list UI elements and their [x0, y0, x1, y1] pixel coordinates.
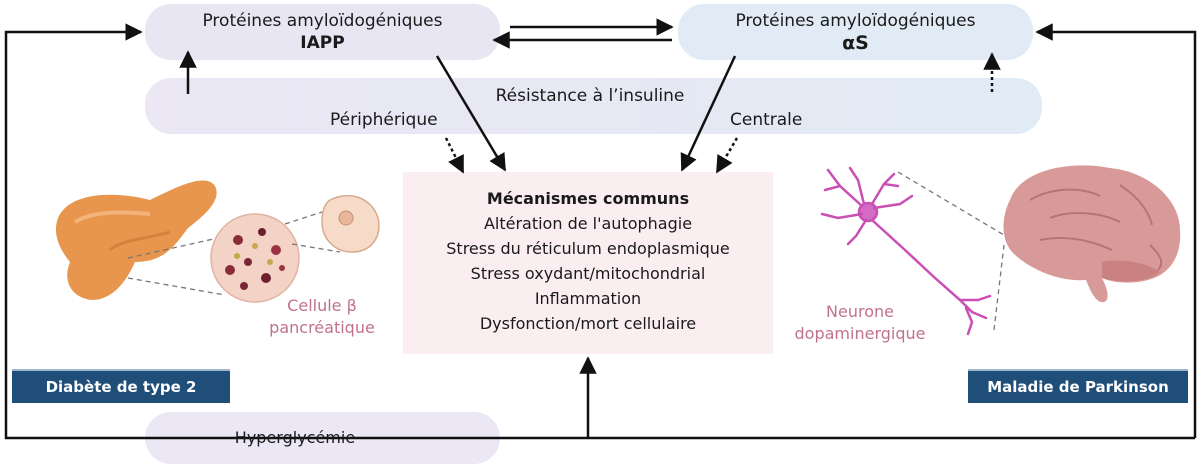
mechanism-item: Inflammation	[534, 289, 642, 308]
mechanism-item: Stress oxydant/mitochondrial	[470, 264, 706, 283]
central-dotted-arrow	[715, 137, 739, 174]
beta-cell-label-line1: Cellule β	[287, 296, 357, 315]
central-label: Centrale	[730, 110, 803, 130]
pancreas-illustration	[55, 180, 217, 300]
mechanisms-title: Mécanismes communs	[486, 189, 690, 208]
beta-cell-label-line2: pancréatique	[269, 318, 375, 337]
peripheral-dotted-arrow	[444, 137, 465, 174]
outer-loop-left-line	[4, 23, 1195, 440]
neuron-label-line2: dopaminergique	[794, 324, 926, 343]
iapp-label-line2: IAPP	[300, 33, 345, 53]
islet-zoom-line-top	[284, 211, 323, 225]
islet-tissue-illustration	[210, 213, 300, 303]
iapp-label-line1: Protéines amyloïdogéniques	[202, 11, 443, 31]
pancreas-zoom-line-top	[127, 237, 219, 259]
as-to-mechanisms-arrow	[680, 55, 737, 172]
iapp-to-mechanisms-arrow	[435, 55, 507, 172]
diabetes-label: Diabète de type 2	[12, 369, 230, 403]
islet-zoom-line-bottom	[291, 243, 341, 253]
outer-loop-line	[1035, 23, 1197, 438]
mechanisms-content: Mécanismes communs Altération de l'autop…	[403, 186, 773, 336]
as-label-line2: αS	[842, 32, 869, 54]
mechanism-item: Stress du réticulum endoplasmique	[446, 239, 730, 258]
beta-cell-illustration	[321, 195, 380, 253]
brain-zoom-line-top	[897, 171, 1005, 236]
parkinson-label: Maladie de Parkinson	[968, 369, 1188, 403]
mechanism-item: Altération de l'autophagie	[483, 214, 693, 233]
hyperglycemia-label: Hyperglycémie	[234, 428, 356, 447]
brain-illustration	[1003, 165, 1181, 303]
mechanism-item: Dysfonction/mort cellulaire	[479, 314, 697, 333]
pancreas-zoom-line-bottom	[127, 277, 226, 296]
iapp-pill	[145, 4, 500, 60]
resistance-pill	[145, 78, 1042, 134]
brain-zoom-line-bottom	[993, 244, 1005, 331]
neuron-illustration	[820, 166, 992, 336]
resistance-label: Résistance à l’insuline	[495, 86, 685, 106]
peripheral-label: Périphérique	[330, 110, 438, 130]
mechanisms-box	[403, 172, 773, 354]
neuron-label-line1: Neurone	[826, 302, 894, 321]
as-label-line1: Protéines amyloïdogéniques	[735, 11, 976, 31]
as-pill	[678, 4, 1033, 60]
